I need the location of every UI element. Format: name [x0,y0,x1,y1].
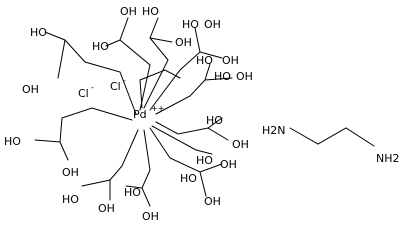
hydroxyl-label: HO [206,114,223,127]
hydroxyl-label: HO [124,186,141,199]
bond [139,69,181,109]
complex-bonds [34,17,233,207]
hydroxyl-labels: HO OH HO OH HO OH HO OH HO OH HO OH HO O… [4,5,253,223]
hydroxyl-label: HO [182,18,199,31]
chemical-structure: Pd ++ Cl - Cl - HO OH HO OH HO OH HO OH … [4,5,400,223]
chloride-ion-label: Cl [110,80,121,93]
hydroxyl-label: HO [196,54,213,67]
hydroxyl-label: OH [22,83,39,96]
hydroxyl-label: HO [92,40,109,53]
bond [59,141,69,161]
bond [141,129,151,207]
bond [289,127,375,147]
central-atom-charge: ++ [151,104,164,113]
bond [119,17,151,111]
hydroxyl-label: HO [62,193,79,206]
bond [64,39,137,115]
bond [34,139,61,143]
bond [199,51,223,59]
hydroxyl-label: HO [196,154,213,167]
hydroxyl-label: OH [204,195,221,208]
amine-label-left: H2N [262,124,286,137]
bond [59,107,133,143]
hydroxyl-label: OH [175,36,192,49]
hydroxyl-label: OH [142,210,159,223]
central-atom-label: Pd [133,108,147,121]
bond [207,117,223,129]
bond [57,39,66,79]
bond [155,121,229,141]
hydroxyl-label: HO [180,172,197,185]
bond [155,77,233,115]
bond [149,37,173,43]
bond [143,17,169,109]
chloride-ion-charge: - [91,83,94,92]
hydroxyl-label: HO [214,70,231,83]
ethylenediamine-bonds [289,127,375,147]
hydroxyl-label: OH [62,166,79,179]
hydroxyl-label: OH [98,202,115,215]
bond [105,39,121,47]
hydroxyl-label: OH [222,54,239,67]
hydroxyl-label: OH [120,5,137,18]
bond [125,185,143,189]
amine-label-right: NH2 [376,152,400,165]
structure-svg: Pd ++ Cl - Cl - HO OH HO OH HO OH HO OH … [4,5,400,223]
bond [199,171,207,197]
hydroxyl-label: HO [4,135,21,148]
bond [149,27,201,111]
chloride-ion-charge: - [123,76,126,85]
bond [204,63,211,81]
chloride-ion-label: Cl [78,87,89,100]
hydroxyl-label: HO [142,5,159,18]
bond [44,31,66,41]
hydroxyl-label: HO [30,26,47,39]
bond [81,129,139,187]
hydroxyl-label: OH [220,158,237,171]
bond [149,127,223,173]
bond [151,125,213,155]
hydroxyl-label: OH [204,18,221,31]
hydroxyl-label: OH [232,138,249,151]
hydroxyl-label: OH [236,70,253,83]
